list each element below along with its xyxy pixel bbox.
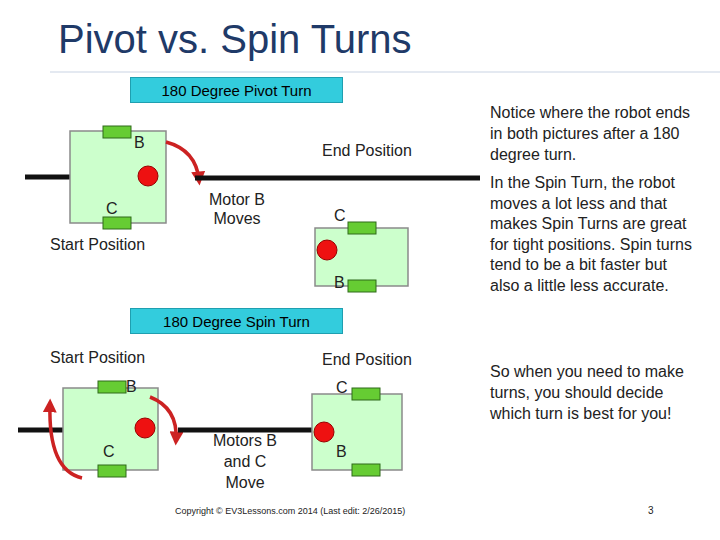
robot-end-spin [178,388,402,476]
turn-arrow [150,397,176,440]
position-label: Start Position [50,348,145,368]
turn-arrow [50,404,82,478]
wheel-label: C [336,378,348,398]
title-band: 180 Degree Spin Turn [130,308,343,334]
motor-note: Motor B Moves [192,190,282,228]
wheel-label: C [106,199,118,219]
turn-arrow [166,142,199,180]
title-band: 180 Degree Pivot Turn [130,77,343,103]
robot-start-pivot [25,126,166,229]
wheel-label: B [336,442,347,462]
robot-start-spin [18,381,158,477]
position-label: End Position [322,141,412,161]
wheel-label: C [334,206,346,226]
note-paragraph: So when you need to make turns, you shou… [490,361,698,424]
band-label: 180 Degree Spin Turn [163,313,310,330]
position-label: Start Position [50,235,145,255]
title-rule [50,72,720,73]
wheel-label: B [134,133,145,153]
copyright-note: Copyright © EV3Lessons.com 2014 (Last ed… [175,505,405,517]
position-label: End Position [322,350,412,370]
wheel-label: B [334,273,345,293]
band-label: 180 Degree Pivot Turn [161,82,311,99]
wheel-label: C [103,442,115,462]
note-paragraph: Notice where the robot ends in both pict… [490,102,698,165]
note-paragraph: In the Spin Turn, the robot moves a lot … [490,173,698,296]
page-number: 3 [648,504,654,517]
motor-note: Motors B and C Move [203,430,287,493]
slide-title: Pivot vs. Spin Turns [58,16,411,62]
wheel-label: B [126,377,137,397]
